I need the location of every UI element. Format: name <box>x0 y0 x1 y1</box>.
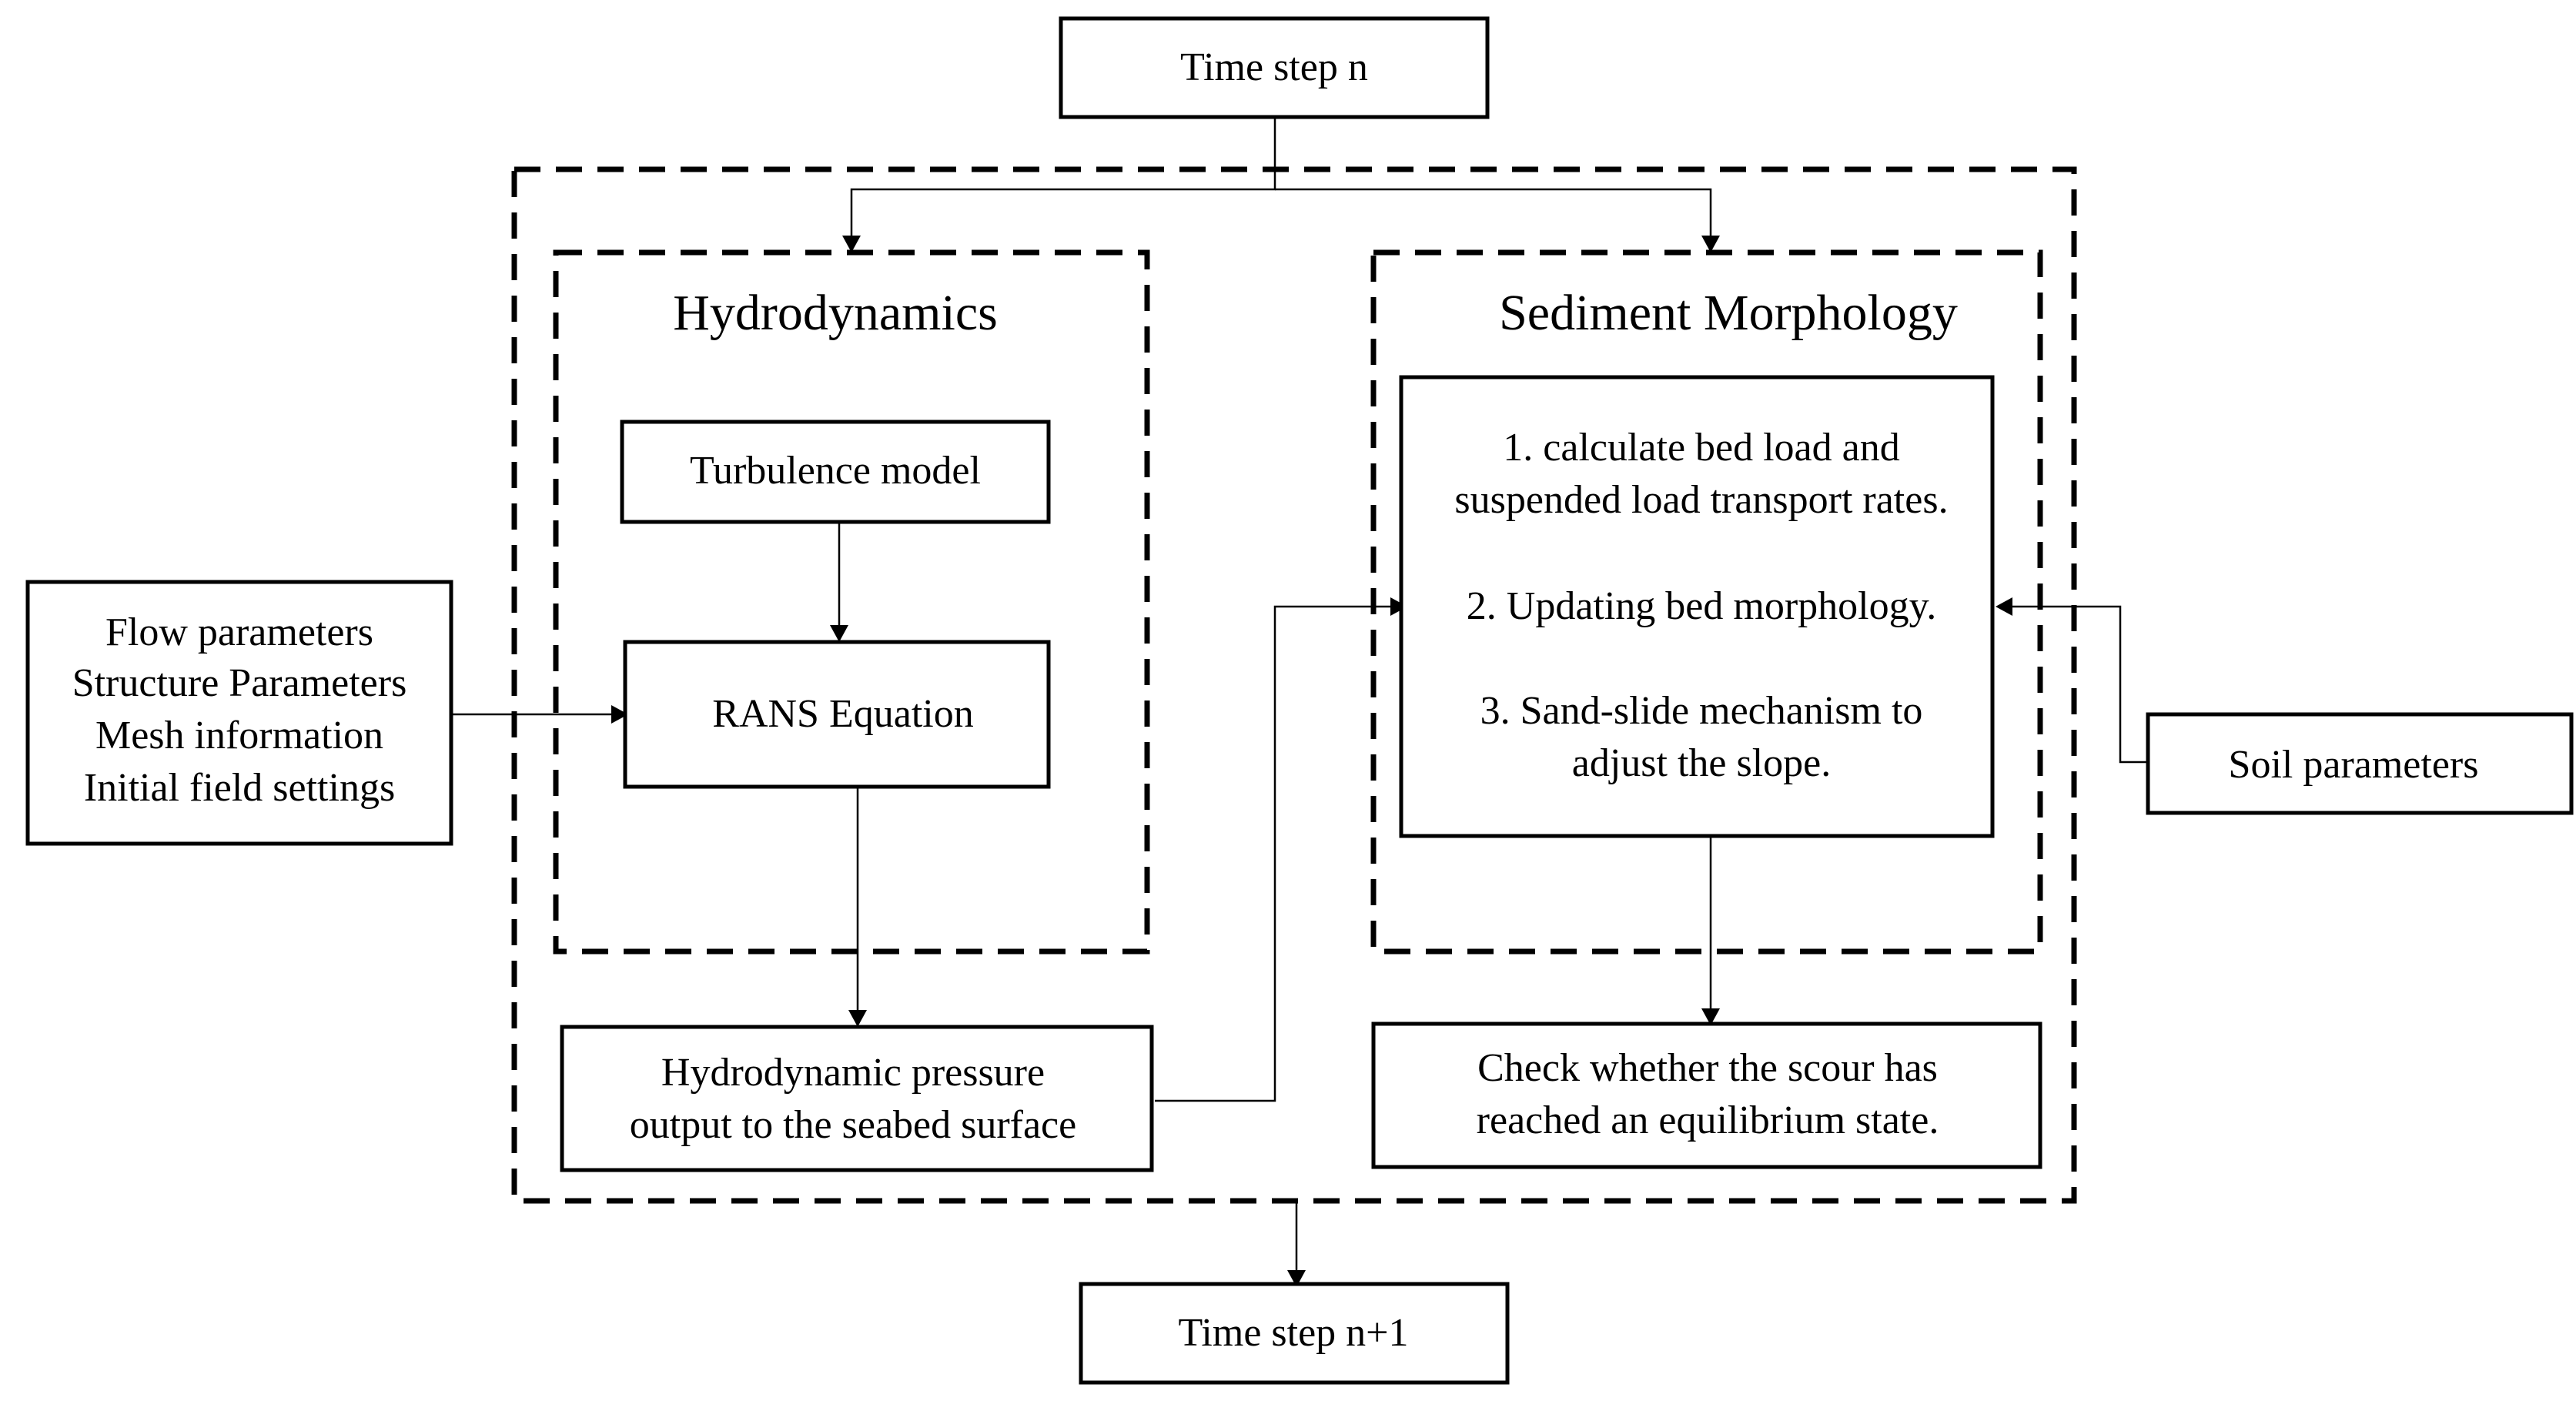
rans-equation-box: RANS Equation <box>623 640 1051 789</box>
step1-line-1: 1. calculate bed load and <box>1503 426 1899 470</box>
input-initial-field-settings: Initial field settings <box>84 766 395 810</box>
arrowhead-rans-top <box>830 625 848 642</box>
arrowhead-pressure <box>848 1010 867 1027</box>
pressure-output-line-2: output to the seabed surface <box>630 1103 1076 1147</box>
arrowhead-sediment-right <box>1996 597 2012 616</box>
arrow-pressure-to-sediment <box>1155 605 1400 1102</box>
time-step-n1-label: Time step n+1 <box>1179 1311 1409 1355</box>
pressure-output-line-1: Hydrodynamic pressure <box>661 1051 1045 1095</box>
turbulence-model-box: Turbulence model <box>620 420 1051 524</box>
arrowhead-rans-left <box>611 705 628 724</box>
step1-line-2: suspended load transport rates. <box>1454 478 1948 522</box>
arrow-timestep-to-hydrodynamics <box>850 118 1276 245</box>
arrowhead-check <box>1701 1008 1720 1025</box>
arrow-soil-to-sediment <box>2002 605 2148 764</box>
arrowhead-sediment-left <box>1390 597 1407 616</box>
time-step-n-label: Time step n <box>1180 45 1368 89</box>
sediment-morphology-group <box>1370 249 2043 955</box>
arrowhead-hydrodynamics <box>842 236 861 252</box>
input-structure-parameters: Structure Parameters <box>72 661 407 705</box>
step3-line-1: 3. Sand-slide mechanism to <box>1480 689 1923 733</box>
outer-loop-dashed-boundary <box>511 166 2077 1204</box>
step2-line: 2. Updating bed morphology. <box>1467 584 1936 628</box>
soil-parameters-box: Soil parameters <box>2146 712 2574 815</box>
rans-equation-label: RANS Equation <box>712 692 973 736</box>
input-flow-parameters: Flow parameters <box>105 610 373 654</box>
arrowhead-sediment <box>1701 236 1720 252</box>
arrowheads <box>611 236 2012 1287</box>
equilibrium-check-line-1: Check whether the scour has <box>1477 1046 1938 1090</box>
time-step-n1-box: Time step n+1 <box>1079 1282 1510 1385</box>
sediment-steps-box: 1. calculate bed load and suspended load… <box>1399 375 1995 838</box>
sediment-morphology-title: Sediment Morphology <box>1499 285 1958 341</box>
inputs-box: Flow parameters Structure Parameters Mes… <box>25 580 453 846</box>
soil-parameters-label: Soil parameters <box>2229 743 2479 787</box>
pressure-output-box: Hydrodynamic pressure output to the seab… <box>560 1025 1154 1172</box>
hydrodynamics-group <box>553 249 1150 955</box>
connectors <box>453 118 2148 1279</box>
hydrodynamics-title: Hydrodynamics <box>673 285 998 341</box>
equilibrium-check-line-2: reached an equilibrium state. <box>1477 1098 1939 1142</box>
turbulence-model-label: Turbulence model <box>690 449 981 493</box>
step3-line-2: adjust the slope. <box>1572 741 1832 785</box>
arrow-timestep-to-sediment <box>1275 188 1712 245</box>
equilibrium-check-box: Check whether the scour has reached an e… <box>1371 1021 2042 1169</box>
time-step-n-box: Time step n <box>1059 16 1490 119</box>
arrowhead-next-timestep <box>1287 1270 1306 1287</box>
input-mesh-information: Mesh information <box>95 714 383 757</box>
